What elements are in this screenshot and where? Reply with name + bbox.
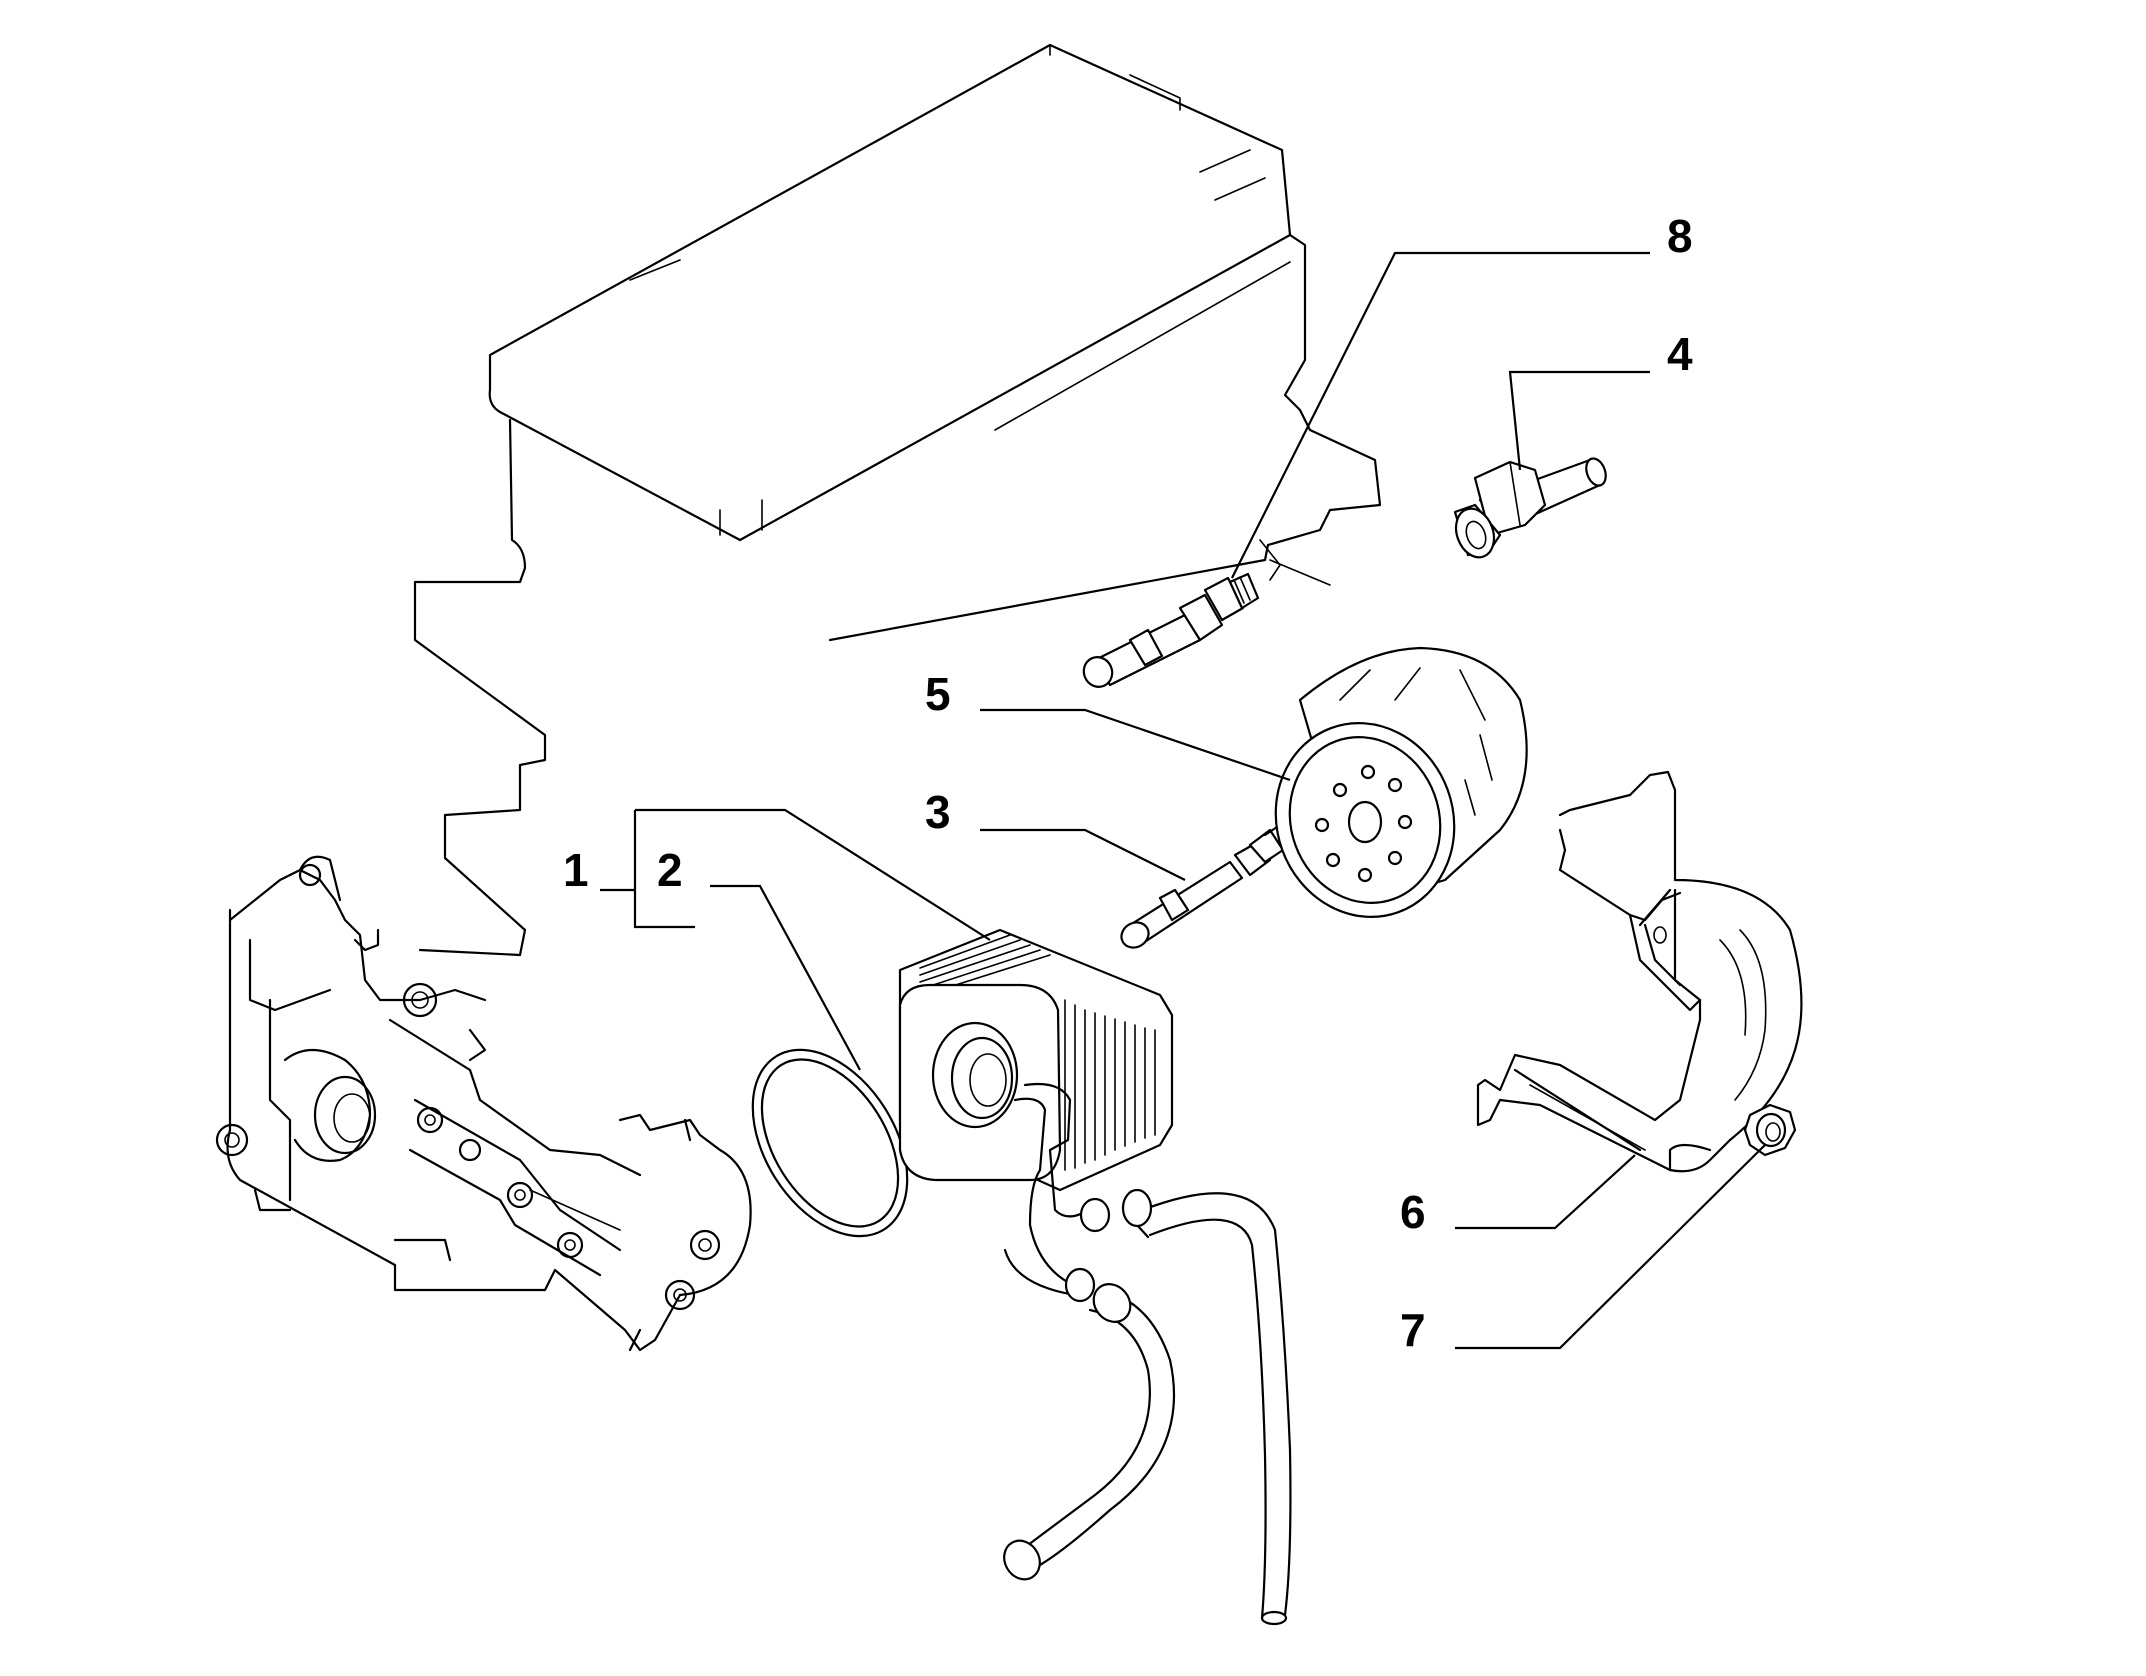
callout-labels: 1 2 3 4 5 6 7 8 bbox=[563, 210, 1693, 1356]
callout-2: 2 bbox=[657, 844, 683, 896]
callout-4: 4 bbox=[1667, 328, 1693, 380]
callout-6: 6 bbox=[1400, 1186, 1426, 1238]
engine-block-outline bbox=[413, 43, 1382, 957]
union-fitting bbox=[1082, 572, 1260, 688]
oil-filter bbox=[1274, 646, 1528, 918]
callout-8: 8 bbox=[1667, 210, 1693, 262]
callout-7: 7 bbox=[1400, 1304, 1426, 1356]
callout-1: 1 bbox=[563, 844, 589, 896]
hex-nut bbox=[1743, 1103, 1797, 1157]
callout-3: 3 bbox=[925, 786, 951, 838]
callout-5: 5 bbox=[925, 668, 951, 720]
o-ring-gasket bbox=[751, 1048, 909, 1238]
oil-pump-housing bbox=[215, 855, 752, 1352]
hollow-bolt bbox=[1120, 823, 1285, 949]
oil-pressure-sensor bbox=[1453, 457, 1607, 559]
oil-cooler bbox=[898, 928, 1292, 1626]
leader-lines bbox=[600, 251, 1766, 1350]
heat-shield-bracket bbox=[1476, 770, 1803, 1173]
